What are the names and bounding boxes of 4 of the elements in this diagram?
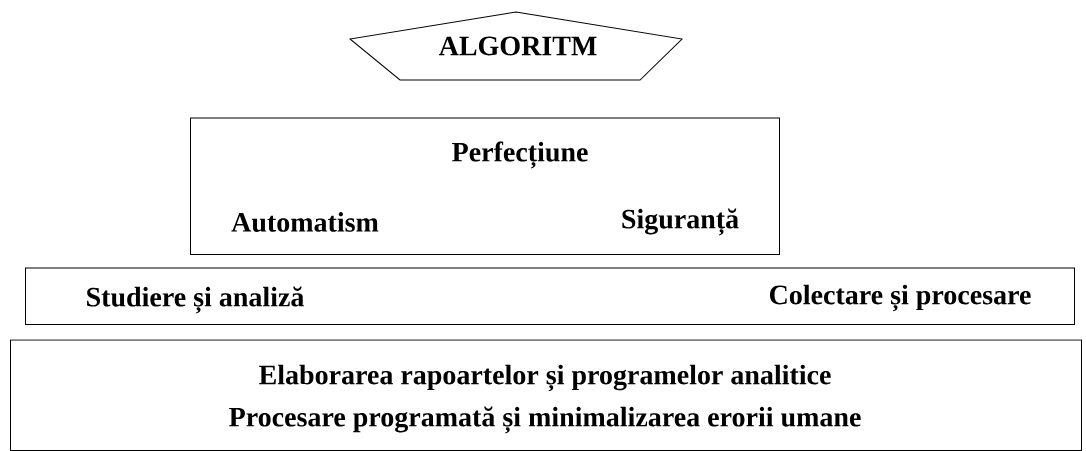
text-box: Perfecțiune Automatism Siguranță [190, 117, 780, 255]
text-box: Studiere și analiză Colectare și procesare [25, 267, 1075, 325]
text-box: Elaborarea rapoartelor și programelor analitice Procesare programată și minimalizarea erorii umane [10, 339, 1082, 451]
pentagon-node: ALGORITM [349, 11, 683, 81]
